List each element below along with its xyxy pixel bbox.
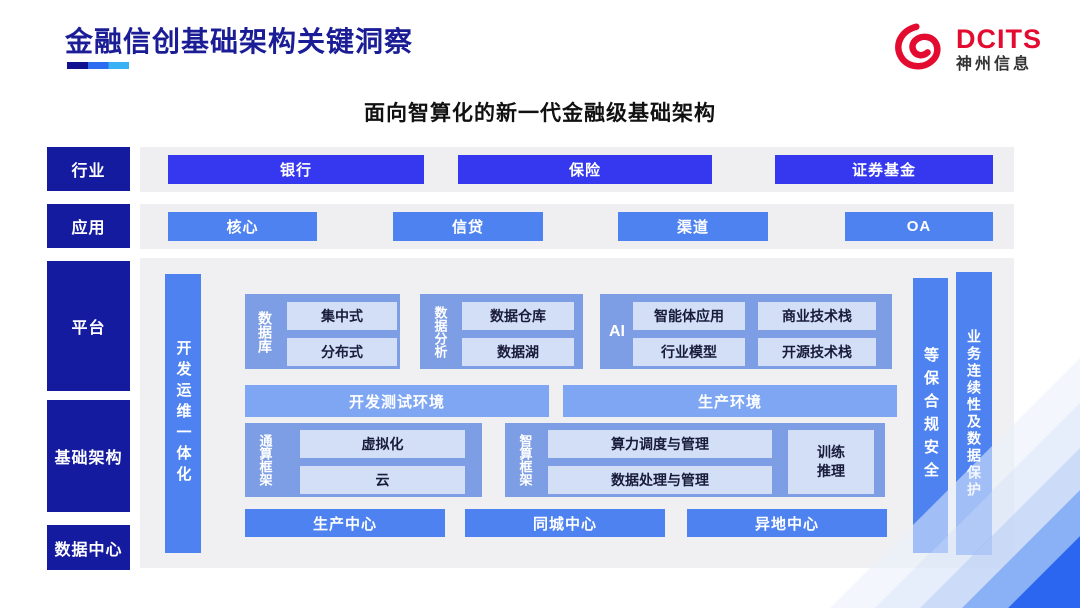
compute-scheduling-cell: 算力调度与管理	[548, 430, 772, 458]
database-centralized: 集中式	[287, 302, 397, 330]
ai-group-label: AI	[600, 294, 634, 369]
industry-insurance: 保险	[458, 155, 712, 184]
business-continuity-label: 业务连续性及数据保护	[966, 328, 982, 499]
same-city-center: 同城中心	[465, 509, 665, 537]
app-oa: OA	[845, 212, 993, 241]
production-environment: 生产环境	[563, 385, 897, 417]
database-group-label-text: 数据库	[257, 310, 273, 353]
title-underline	[67, 62, 129, 69]
devops-bar: 开发运维一体化	[165, 274, 201, 553]
data-processing-cell: 数据处理与管理	[548, 466, 772, 494]
sidebar-item-platform: 平台	[47, 261, 130, 391]
app-credit: 信贷	[393, 212, 543, 241]
app-channel: 渠道	[618, 212, 768, 241]
database-distributed: 分布式	[287, 338, 397, 366]
general-framework-label: 通算框架	[245, 423, 285, 497]
general-framework-label-text: 通算框架	[257, 434, 273, 486]
cloud-cell: 云	[300, 466, 465, 494]
diagram-title: 面向智算化的新一代金融级基础架构	[364, 102, 716, 125]
analytics-group-label: 数据分析	[420, 294, 460, 369]
logo-company-text: 神州信息	[956, 55, 1033, 73]
app-core: 核心	[168, 212, 317, 241]
remote-center: 异地中心	[687, 509, 887, 537]
dev-test-environment: 开发测试环境	[245, 385, 549, 417]
sidebar-item-industry: 行业	[47, 147, 130, 191]
production-center: 生产中心	[245, 509, 445, 537]
sidebar-item-datacenter: 数据中心	[47, 525, 130, 570]
ai-group-label-text: AI	[609, 322, 625, 340]
industry-securities-fund: 证券基金	[775, 155, 993, 184]
page-title: 金融信创基础架构关键洞察	[65, 26, 414, 57]
sidebar-item-infrastructure: 基础架构	[47, 400, 130, 512]
devops-bar-label: 开发运维一体化	[174, 340, 192, 487]
ai-opensource-stack: 开源技术栈	[758, 338, 876, 366]
intelligent-framework-label-text: 智算框架	[517, 434, 533, 486]
virtualization-cell: 虚拟化	[300, 430, 465, 458]
analytics-data-lake: 数据湖	[462, 338, 574, 366]
industry-bank: 银行	[168, 155, 424, 184]
training-inference-text: 训练推理	[817, 444, 845, 479]
analytics-data-warehouse: 数据仓库	[462, 302, 574, 330]
sidebar-item-application: 应用	[47, 204, 130, 248]
database-group-label: 数据库	[245, 294, 285, 369]
ai-agent-application: 智能体应用	[633, 302, 745, 330]
logo-brand-text: DCITS	[956, 23, 1042, 54]
analytics-group-label-text: 数据分析	[432, 305, 448, 358]
intelligent-framework-label: 智算框架	[505, 423, 545, 497]
ai-commercial-stack: 商业技术栈	[758, 302, 876, 330]
training-inference-cell: 训练推理	[788, 430, 874, 494]
logo: DCITS 神州信息	[892, 18, 1057, 80]
compliance-security-label: 等保合规安全	[922, 346, 939, 485]
dcits-swirl-icon	[892, 21, 948, 78]
ai-industry-model: 行业模型	[633, 338, 745, 366]
